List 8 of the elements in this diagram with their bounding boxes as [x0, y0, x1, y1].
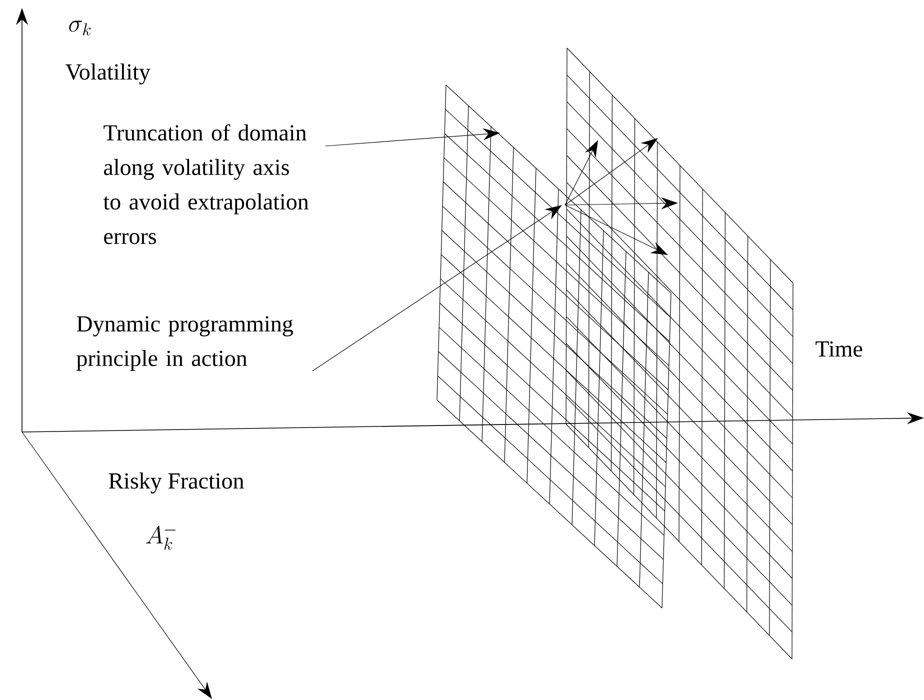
axis-label: $A_k^-$ [146, 526, 176, 550]
axis-label: $\sigma_k$ [69, 20, 91, 36]
axis-label: Volatility [65, 64, 150, 84]
annotation-text: Dynamic programming principle in action [76, 316, 293, 371]
axis-label: Time [816, 341, 862, 357]
annotation-text: Truncation of domain along volatility axis to avoid extrapolation errors [103, 124, 309, 244]
leader-arrow [312, 205, 562, 372]
axis-label: Risky Fraction [108, 472, 244, 494]
